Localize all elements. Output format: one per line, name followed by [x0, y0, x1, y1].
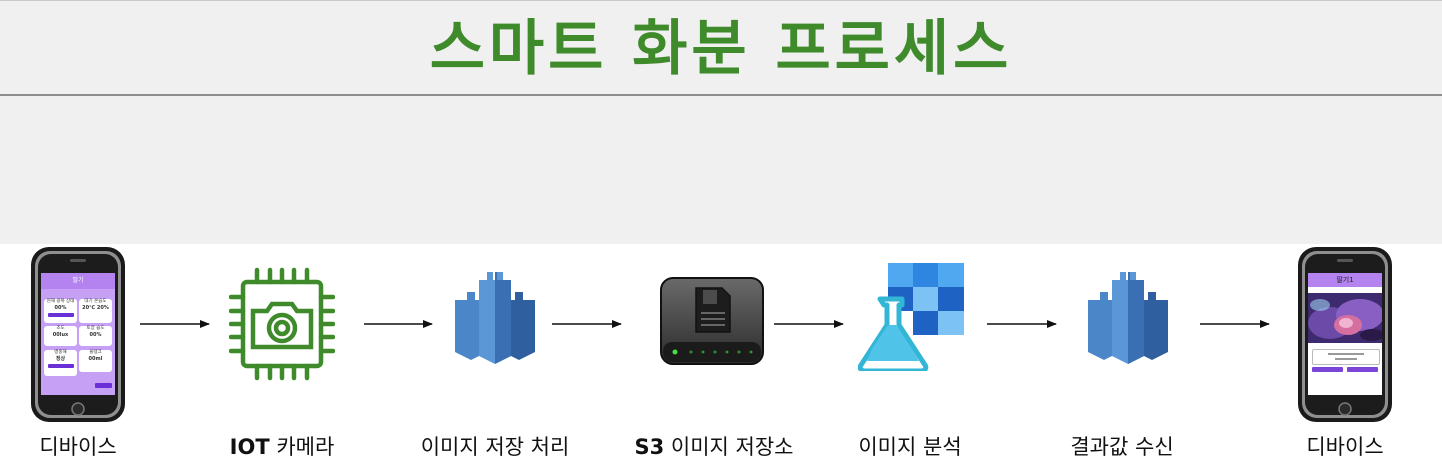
left-phone-button: [95, 383, 112, 388]
flow-arrows: [140, 320, 1270, 328]
node-label-iot-rest: 카메라: [269, 435, 335, 459]
title-bar: 스마트 화분 프로세스: [0, 0, 1442, 96]
smartphone-icon: 딸기1: [1297, 246, 1393, 423]
result-box: [1312, 349, 1380, 365]
right-phone-button-2: [1347, 367, 1378, 372]
node-label-s3-storage: S3 이미지 저장소: [604, 433, 824, 461]
aws-castle-icon: [455, 272, 535, 364]
node-label-s3-rest: 이미지 저장소: [664, 435, 794, 459]
iot-camera-chip-icon: [229, 267, 335, 381]
right-phone-header: 딸기1: [1308, 273, 1382, 287]
ml-flask-icon: [858, 263, 964, 371]
aws-castle-icon: [1088, 272, 1168, 364]
node-label-s3-prefix: S3: [634, 435, 665, 459]
page-title: 스마트 화분 프로세스: [429, 14, 1013, 84]
node-label-iot-prefix: IOT: [229, 435, 270, 459]
right-phone-screen: 딸기1: [1308, 273, 1382, 395]
right-phone-button-1: [1312, 367, 1343, 372]
node-label-iot-camera: IOT 카메라: [172, 433, 392, 461]
node-label-device-right: 디바이스: [1306, 435, 1384, 459]
left-phone-header: 딸기: [41, 273, 115, 289]
node-label-device-left: 디바이스: [39, 435, 117, 459]
node-label-image-analysis: 이미지 분석: [858, 435, 962, 459]
node-label-image-processing: 이미지 저장 처리: [420, 435, 570, 459]
plant-photo-image: [1308, 293, 1382, 343]
storage-drive-icon: [660, 277, 764, 365]
node-label-result-receive: 결과값 수신: [1070, 435, 1174, 459]
